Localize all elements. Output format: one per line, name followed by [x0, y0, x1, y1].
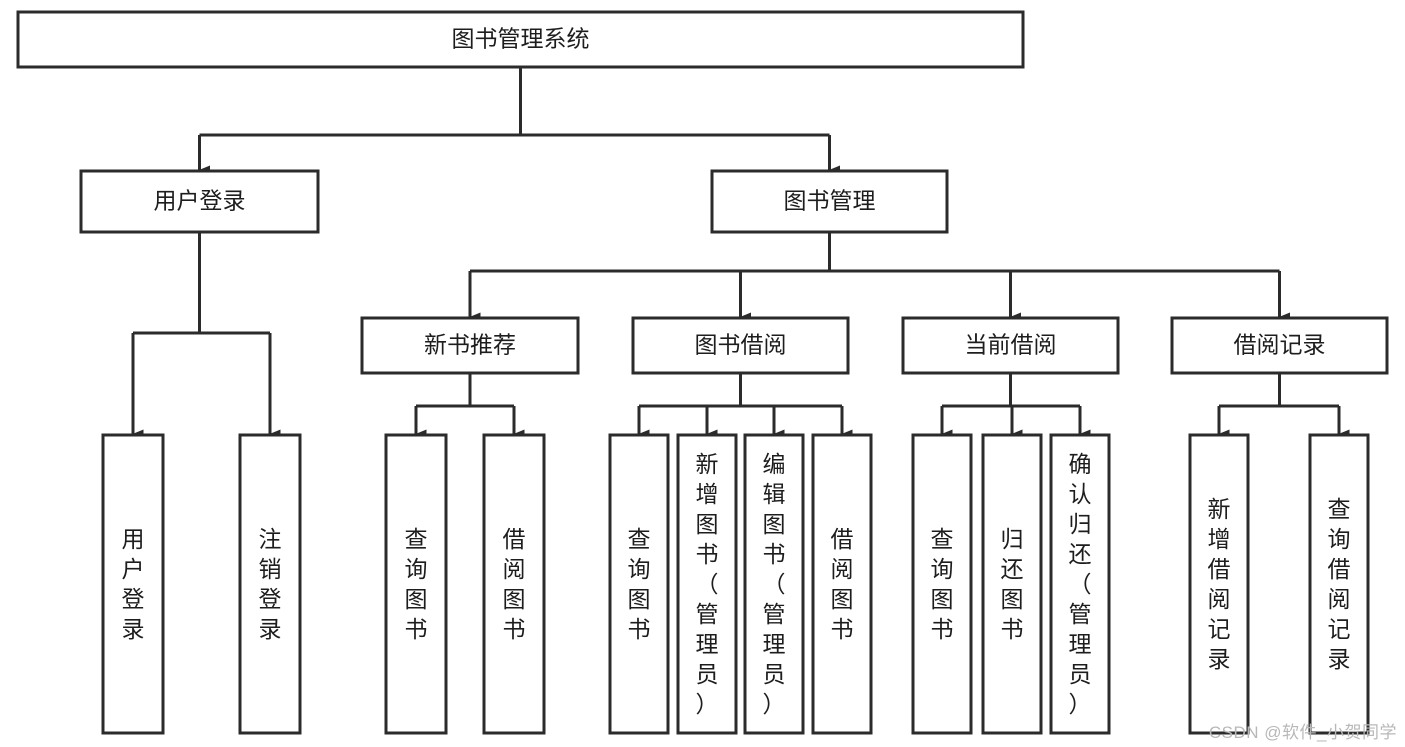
node-new_book_rec[interactable]: 新书推荐 — [360, 316, 580, 375]
node-layer: 图书管理系统用户登录图书管理新书推荐图书借阅当前借阅借阅记录用户登录注销登录查询… — [16, 10, 1389, 735]
node-label-leaf_query_book_1: 查询图书 — [405, 526, 428, 642]
connector-group-borrow_record — [1217, 373, 1350, 439]
node-label-leaf_confirm_return: 确认归还（管理员） — [1069, 451, 1092, 717]
connector-group-current_borrow — [940, 373, 1091, 439]
node-label-leaf_return_book: 归还图书 — [1001, 526, 1024, 642]
node-current_borrow[interactable]: 当前借阅 — [901, 316, 1120, 375]
node-leaf_return_book[interactable]: 归还图书 — [981, 433, 1043, 735]
connector-group-user_login — [131, 232, 281, 439]
node-leaf_edit_book[interactable]: 编辑图书（管理员） — [743, 433, 805, 735]
node-root[interactable]: 图书管理系统 — [16, 10, 1025, 69]
node-borrow_record[interactable]: 借阅记录 — [1170, 316, 1389, 375]
connector-group-root — [198, 67, 840, 175]
node-box-leaf_query_book_2[interactable] — [608, 433, 670, 735]
connector-group-new_book_rec — [414, 373, 525, 439]
node-box-leaf_user_logout[interactable] — [238, 433, 302, 735]
connector-group-book_mgmt — [468, 232, 1290, 322]
node-label-book_borrow: 图书借阅 — [695, 332, 787, 358]
node-box-leaf_borrow_book_2[interactable] — [811, 433, 873, 735]
node-label-leaf_user_login: 用户登录 — [122, 526, 145, 642]
node-leaf_query_record[interactable]: 查询借阅记录 — [1308, 433, 1370, 735]
node-label-leaf_borrow_book_2: 借阅图书 — [831, 526, 854, 642]
node-box-current_borrow[interactable] — [901, 316, 1120, 375]
node-leaf_user_login[interactable]: 用户登录 — [101, 433, 165, 735]
node-box-leaf_borrow_book_1[interactable] — [482, 433, 546, 735]
node-label-root: 图书管理系统 — [452, 26, 590, 52]
node-label-leaf_query_record: 查询借阅记录 — [1328, 496, 1351, 672]
node-book_borrow[interactable]: 图书借阅 — [631, 316, 850, 375]
node-box-leaf_query_book_3[interactable] — [911, 433, 973, 735]
node-box-leaf_confirm_return[interactable] — [1049, 433, 1111, 735]
node-leaf_query_book_1[interactable]: 查询图书 — [384, 433, 448, 735]
node-box-leaf_return_book[interactable] — [981, 433, 1043, 735]
node-leaf_borrow_book_1[interactable]: 借阅图书 — [482, 433, 546, 735]
node-label-current_borrow: 当前借阅 — [965, 332, 1057, 358]
node-label-leaf_query_book_3: 查询图书 — [931, 526, 954, 642]
node-leaf_add_record[interactable]: 新增借阅记录 — [1188, 433, 1250, 735]
node-label-leaf_edit_book: 编辑图书（管理员） — [763, 451, 786, 717]
node-label-leaf_add_book: 新增图书（管理员） — [696, 451, 719, 717]
node-label-new_book_rec: 新书推荐 — [424, 332, 516, 358]
node-leaf_query_book_3[interactable]: 查询图书 — [911, 433, 973, 735]
node-box-leaf_add_book[interactable] — [676, 433, 738, 735]
node-box-book_mgmt[interactable] — [710, 169, 949, 234]
node-box-user_login[interactable] — [79, 169, 320, 234]
connector-group-book_borrow — [637, 373, 853, 439]
node-box-leaf_user_login[interactable] — [101, 433, 165, 735]
node-book_mgmt[interactable]: 图书管理 — [710, 169, 949, 234]
csdn-watermark: CSDN @软件_小贺同学 — [1208, 723, 1397, 742]
node-box-leaf_query_record[interactable] — [1308, 433, 1370, 735]
node-label-leaf_user_logout: 注销登录 — [259, 526, 282, 642]
node-leaf_borrow_book_2[interactable]: 借阅图书 — [811, 433, 873, 735]
node-box-book_borrow[interactable] — [631, 316, 850, 375]
node-label-leaf_query_book_2: 查询图书 — [628, 526, 651, 642]
edge-layer — [131, 67, 1350, 439]
node-label-borrow_record: 借阅记录 — [1234, 332, 1326, 358]
node-label-user_login: 用户登录 — [154, 188, 246, 214]
node-box-root[interactable] — [16, 10, 1025, 69]
node-box-leaf_add_record[interactable] — [1188, 433, 1250, 735]
node-box-new_book_rec[interactable] — [360, 316, 580, 375]
node-box-borrow_record[interactable] — [1170, 316, 1389, 375]
node-user_login[interactable]: 用户登录 — [79, 169, 320, 234]
node-box-leaf_query_book_1[interactable] — [384, 433, 448, 735]
node-label-leaf_add_record: 新增借阅记录 — [1208, 496, 1231, 672]
node-box-leaf_edit_book[interactable] — [743, 433, 805, 735]
node-leaf_query_book_2[interactable]: 查询图书 — [608, 433, 670, 735]
node-leaf_add_book[interactable]: 新增图书（管理员） — [676, 433, 738, 735]
node-label-leaf_borrow_book_1: 借阅图书 — [503, 526, 526, 642]
node-label-book_mgmt: 图书管理 — [784, 188, 876, 214]
node-leaf_user_logout[interactable]: 注销登录 — [238, 433, 302, 735]
node-leaf_confirm_return[interactable]: 确认归还（管理员） — [1049, 433, 1111, 735]
